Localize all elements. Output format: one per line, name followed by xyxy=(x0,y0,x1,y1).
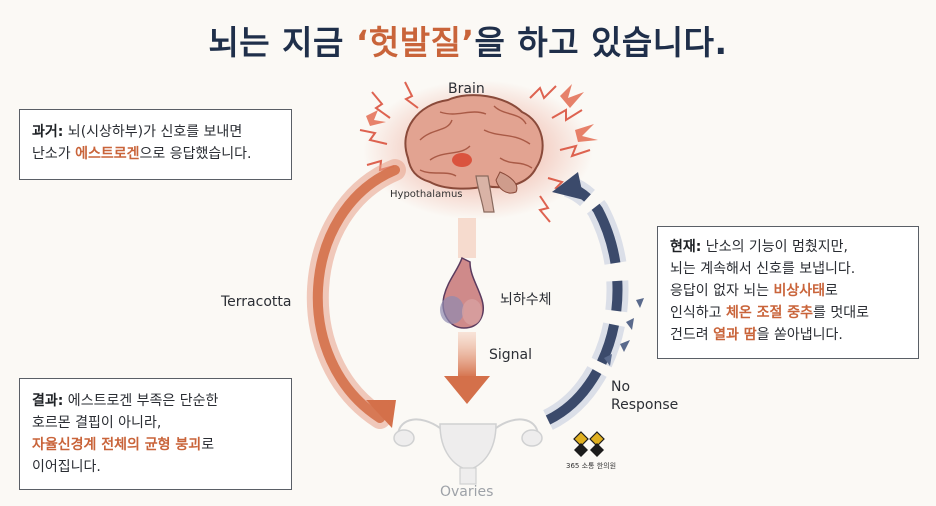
now-line-4: 인식하고 체온 조절 중추를 멋대로 xyxy=(670,302,906,324)
now-highlight: 비상사태 xyxy=(773,283,826,299)
no-response-arrow xyxy=(542,172,644,430)
signal-arrow xyxy=(444,218,490,404)
now-text: 를 멋대로 xyxy=(813,305,869,321)
now-line-2: 뇌는 계속해서 신호를 보냅니다. xyxy=(670,261,856,277)
brain-illustration xyxy=(404,94,544,213)
past-box: 과거: 뇌(시상하부)가 신호를 보내면 난소가 에스트로겐으로 응답했습니다. xyxy=(19,109,292,180)
result-line-4: 이어집니다. xyxy=(32,459,101,475)
terracotta-arrow xyxy=(306,159,406,429)
now-text: 난소의 기능이 멈췄지만, xyxy=(701,239,848,255)
now-text: 을 쏟아냅니다. xyxy=(756,327,843,343)
now-text: 인식하고 xyxy=(670,305,726,321)
now-box: 현재: 난소의 기능이 멈췄지만, 뇌는 계속해서 신호를 보냅니다. 응답이 … xyxy=(657,226,919,359)
result-label: 결과: xyxy=(32,393,64,409)
now-label: 현재: xyxy=(670,239,702,255)
now-text: 응답이 없자 뇌는 xyxy=(670,283,774,299)
result-line-3: 자율신경계 전체의 균형 붕괴로 xyxy=(32,434,279,456)
logo-text: 365 소통 한의원 xyxy=(566,462,617,470)
result-line-2: 호르몬 결핍이 아니라, xyxy=(32,415,162,431)
result-highlight: 자율신경계 전체의 균형 붕괴 xyxy=(32,437,202,453)
now-highlight: 열과 땀 xyxy=(713,327,757,343)
signal-label: Signal xyxy=(489,347,533,363)
result-line-1: 결과: 에스트로겐 부족은 단순한 xyxy=(32,390,279,412)
terracotta-label: Terracotta xyxy=(221,294,292,310)
title-text-end: 을 하고 있습니다. xyxy=(474,23,728,62)
result-text: 로 xyxy=(201,437,215,453)
now-text: 건드려 xyxy=(670,327,714,343)
hypothalamus-label: Hypothalamus xyxy=(390,189,463,200)
title-text: 뇌는 지금 xyxy=(208,23,356,62)
now-line-3: 응답이 없자 뇌는 비상사태로 xyxy=(670,280,906,302)
pituitary-gland xyxy=(440,256,484,329)
now-text: 로 xyxy=(825,283,838,299)
past-text: 으로 응답했습니다. xyxy=(139,146,252,162)
clinic-logo xyxy=(573,431,605,457)
past-line-2: 난소가 에스트로겐으로 응답했습니다. xyxy=(32,143,279,165)
past-text: 난소가 xyxy=(32,146,76,162)
page-title: 뇌는 지금 ‘헛발질’을 하고 있습니다. xyxy=(0,16,936,64)
past-highlight: 에스트로겐 xyxy=(75,146,140,162)
result-box: 결과: 에스트로겐 부족은 단순한 호르몬 결핍이 아니라, 자율신경계 전체의… xyxy=(19,378,292,490)
no-response-label: No Response xyxy=(611,379,679,413)
now-highlight: 체온 조절 중추 xyxy=(725,305,814,321)
past-line-1: 과거: 뇌(시상하부)가 신호를 보내면 xyxy=(32,121,279,143)
title-highlight: ‘헛발질’ xyxy=(355,23,475,62)
now-line-5: 건드려 열과 땀을 쏟아냅니다. xyxy=(670,324,906,346)
result-text: 에스트로겐 부족은 단순한 xyxy=(63,393,219,409)
pituitary-label: 뇌하수체 xyxy=(500,292,552,308)
past-text: 뇌(시상하부)가 신호를 보내면 xyxy=(63,124,243,140)
brain-label: Brain xyxy=(448,81,485,97)
past-label: 과거: xyxy=(32,124,64,140)
ovaries-label: Ovaries xyxy=(440,484,494,500)
ovaries-illustration xyxy=(393,418,543,485)
now-line-1: 현재: 난소의 기능이 멈췄지만, xyxy=(670,236,906,258)
